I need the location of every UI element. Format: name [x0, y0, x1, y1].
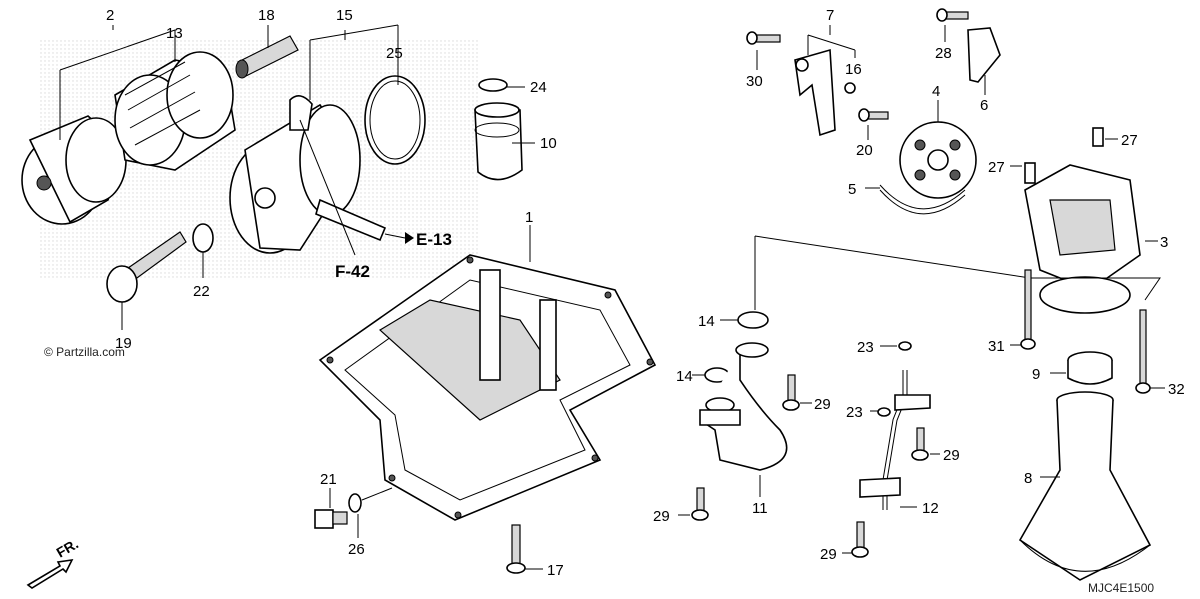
label-7: 7	[826, 7, 834, 24]
label-10: 10	[540, 135, 557, 152]
part-23-washer-a[interactable]	[898, 341, 912, 351]
front-marker-text: FR.	[54, 535, 82, 560]
label-6: 6	[980, 97, 988, 114]
part-29-bolt-a[interactable]	[782, 374, 800, 411]
diagram-code: MJC4E1500	[1088, 581, 1154, 595]
label-21: 21	[320, 471, 337, 488]
label-29c: 29	[943, 447, 960, 464]
part-29-bolt-d[interactable]	[851, 521, 869, 558]
ref-e13[interactable]: E-13	[416, 230, 452, 249]
part-32-bolt[interactable]	[1135, 309, 1151, 394]
label-11: 11	[752, 500, 768, 517]
label-23b: 23	[846, 404, 863, 421]
part-20-bolt[interactable]	[858, 108, 889, 122]
label-14a: 14	[698, 313, 715, 330]
part-27-dowel-a[interactable]	[1024, 162, 1036, 184]
label-2: 2	[106, 7, 114, 24]
part-15-oil-cooler[interactable]	[229, 95, 387, 254]
part-29-bolt-b[interactable]	[691, 487, 709, 521]
part-18-union-bolt[interactable]	[235, 35, 299, 79]
part-2-filter-cap[interactable]	[21, 115, 127, 225]
part-26-washer[interactable]	[348, 493, 362, 513]
label-8: 8	[1024, 470, 1032, 487]
e13-arrow	[405, 232, 414, 244]
label-29a: 29	[814, 396, 831, 413]
label-4: 4	[932, 83, 940, 100]
part-5-chain[interactable]	[879, 184, 966, 210]
label-32: 32	[1168, 381, 1185, 398]
part-9-seal[interactable]	[1067, 351, 1113, 385]
part-14-o-ring-a[interactable]	[737, 311, 769, 329]
label-9: 9	[1032, 366, 1040, 383]
part-13-oil-filter[interactable]	[114, 51, 236, 171]
part-1-oil-pan[interactable]	[318, 254, 657, 521]
label-14b: 14	[676, 368, 693, 385]
label-5: 5	[848, 181, 856, 198]
part-28-bolt[interactable]	[936, 8, 969, 22]
label-25: 25	[386, 45, 403, 62]
watermark-text: © Partzilla.com	[44, 345, 125, 359]
label-18: 18	[258, 7, 275, 24]
label-19: 19	[115, 335, 132, 352]
part-30-bolt[interactable]	[746, 31, 781, 45]
label-24: 24	[530, 79, 547, 96]
ref-f42[interactable]: F-42	[335, 262, 370, 281]
label-23a: 23	[857, 339, 874, 356]
part-7-tensioner-arm[interactable]	[794, 48, 836, 137]
front-direction-arrow	[26, 558, 74, 589]
part-22-washer[interactable]	[192, 223, 214, 253]
part-21-drain-bolt[interactable]	[314, 509, 348, 529]
part-16-collar[interactable]	[844, 82, 856, 94]
part-6-chain-guide[interactable]	[967, 27, 1001, 83]
label-29d: 29	[820, 546, 837, 563]
part-3-oil-pump[interactable]	[1024, 164, 1141, 314]
label-17: 17	[547, 562, 564, 579]
part-12-oil-pipe[interactable]	[859, 370, 931, 510]
part-25-o-ring[interactable]	[364, 75, 426, 165]
label-28: 28	[935, 45, 952, 62]
label-16: 16	[845, 61, 862, 78]
label-15: 15	[336, 7, 353, 24]
label-12: 12	[922, 500, 939, 517]
part-29-bolt-c[interactable]	[911, 427, 929, 461]
label-31: 31	[988, 338, 1005, 355]
part-24-o-ring[interactable]	[478, 78, 508, 92]
label-30: 30	[746, 73, 763, 90]
label-26: 26	[348, 541, 365, 558]
part-25-o-ring-inner	[369, 80, 421, 160]
label-22: 22	[193, 283, 210, 300]
label-27b: 27	[1121, 132, 1138, 149]
label-27a: 27	[988, 159, 1005, 176]
part-17-bolt[interactable]	[506, 524, 526, 574]
part-10-relief-valve[interactable]	[474, 102, 523, 181]
part-8-oil-strainer[interactable]	[1018, 391, 1152, 581]
part-11-oil-pipe[interactable]	[699, 342, 788, 471]
part-4-sprocket[interactable]	[899, 121, 977, 199]
label-3: 3	[1160, 234, 1168, 251]
label-29b: 29	[653, 508, 670, 525]
label-13: 13	[166, 25, 183, 42]
part-23-washer-b[interactable]	[877, 407, 891, 417]
part-27-dowel-b[interactable]	[1092, 127, 1104, 147]
label-20: 20	[856, 142, 873, 159]
part-31-bolt[interactable]	[1020, 269, 1036, 350]
label-1: 1	[525, 209, 533, 226]
part-19-center-bolt[interactable]	[106, 231, 187, 303]
